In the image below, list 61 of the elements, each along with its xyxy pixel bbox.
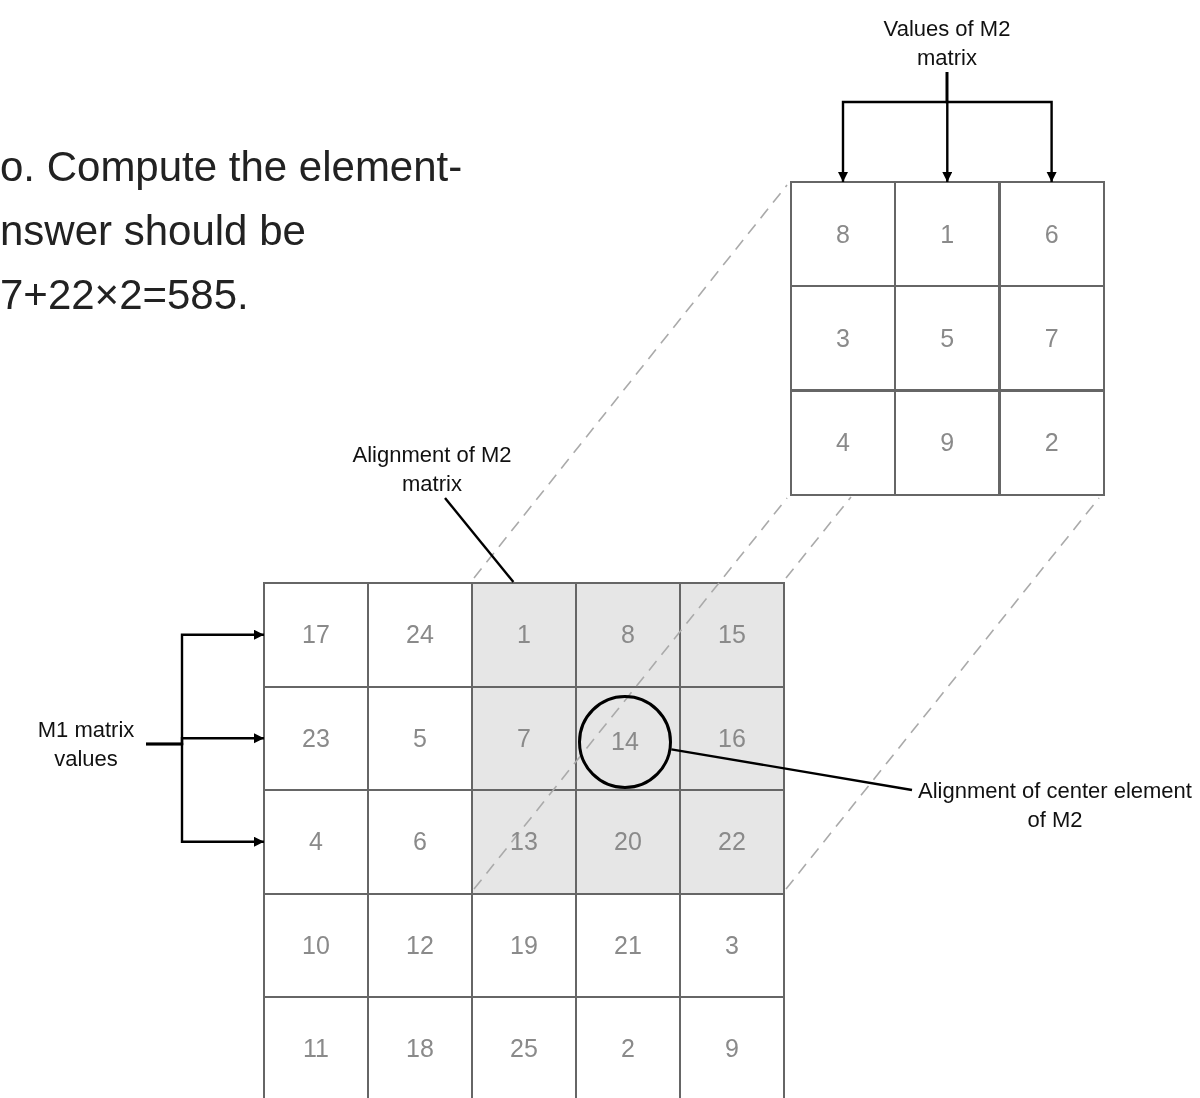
arrow <box>146 742 264 847</box>
arrow <box>945 72 1057 182</box>
cell-value: 9 <box>725 1034 739 1064</box>
matrix-cell <box>471 789 577 895</box>
cell-value: 13 <box>510 827 538 857</box>
cell-value: 1 <box>940 219 955 249</box>
cell-value: 5 <box>413 723 427 753</box>
leader-line <box>444 497 515 583</box>
cell-value: 24 <box>406 620 434 650</box>
cell-value: 4 <box>836 428 850 458</box>
annotation-label: Alignment of M2 matrix <box>327 440 537 498</box>
matrix-cell <box>790 389 896 496</box>
matrix-cell <box>679 789 785 895</box>
matrix-cell <box>998 389 1105 496</box>
cell-value: 18 <box>406 1034 434 1064</box>
matrix-cell <box>679 582 785 688</box>
cell-value: 15 <box>718 620 746 650</box>
matrix-cell <box>263 582 369 688</box>
cell-value: 20 <box>614 827 642 857</box>
matrix-cell <box>471 685 577 791</box>
annotation-label: M1 matrix values <box>26 715 146 773</box>
cell-value: 16 <box>718 723 746 753</box>
annotation-label: Alignment of center element of M2 <box>915 776 1195 834</box>
cell-value: 6 <box>1044 219 1059 249</box>
cell-value: 5 <box>940 323 955 353</box>
leader-line <box>671 748 913 792</box>
cell-value: 1 <box>517 620 531 650</box>
cell-value: 7 <box>517 723 531 753</box>
cell-value: 3 <box>836 323 850 353</box>
matrix-cell <box>575 582 681 688</box>
cell-value: 8 <box>621 620 635 650</box>
annotation-label: Values of M2 matrix <box>862 14 1032 72</box>
cell-value: 21 <box>614 930 642 960</box>
cell-value: 9 <box>940 428 955 458</box>
cell-value: 23 <box>302 723 330 753</box>
matrix-cell <box>894 389 1001 496</box>
cell-value: 19 <box>510 930 538 960</box>
cell-value: 6 <box>413 827 427 857</box>
matrix-cell <box>790 285 896 392</box>
matrix-cell <box>894 181 1001 287</box>
cell-value: 8 <box>836 219 850 249</box>
cell-value: 7 <box>1044 323 1059 353</box>
matrix-cell <box>679 685 785 791</box>
matrix-cell <box>790 181 896 287</box>
matrix-cell <box>998 285 1105 392</box>
matrix-cell <box>471 582 577 688</box>
matrix-cell <box>998 181 1105 287</box>
cell-value: 12 <box>406 930 434 960</box>
cell-value: 2 <box>1044 428 1059 458</box>
cell-value: 22 <box>718 827 746 857</box>
cell-value: 2 <box>621 1034 635 1064</box>
cell-value: 11 <box>303 1034 329 1064</box>
cell-value: 3 <box>725 930 739 960</box>
body-text: o. Compute the element- nswer should be 7+22×2=585. <box>0 142 464 320</box>
matrix-cell <box>894 285 1001 392</box>
cell-value: 25 <box>510 1034 538 1064</box>
cell-value: 17 <box>302 620 330 650</box>
cell-value: 4 <box>309 827 323 857</box>
matrix-cell <box>575 789 681 895</box>
cell-value: 10 <box>302 930 330 960</box>
matrix-cell <box>575 685 681 791</box>
